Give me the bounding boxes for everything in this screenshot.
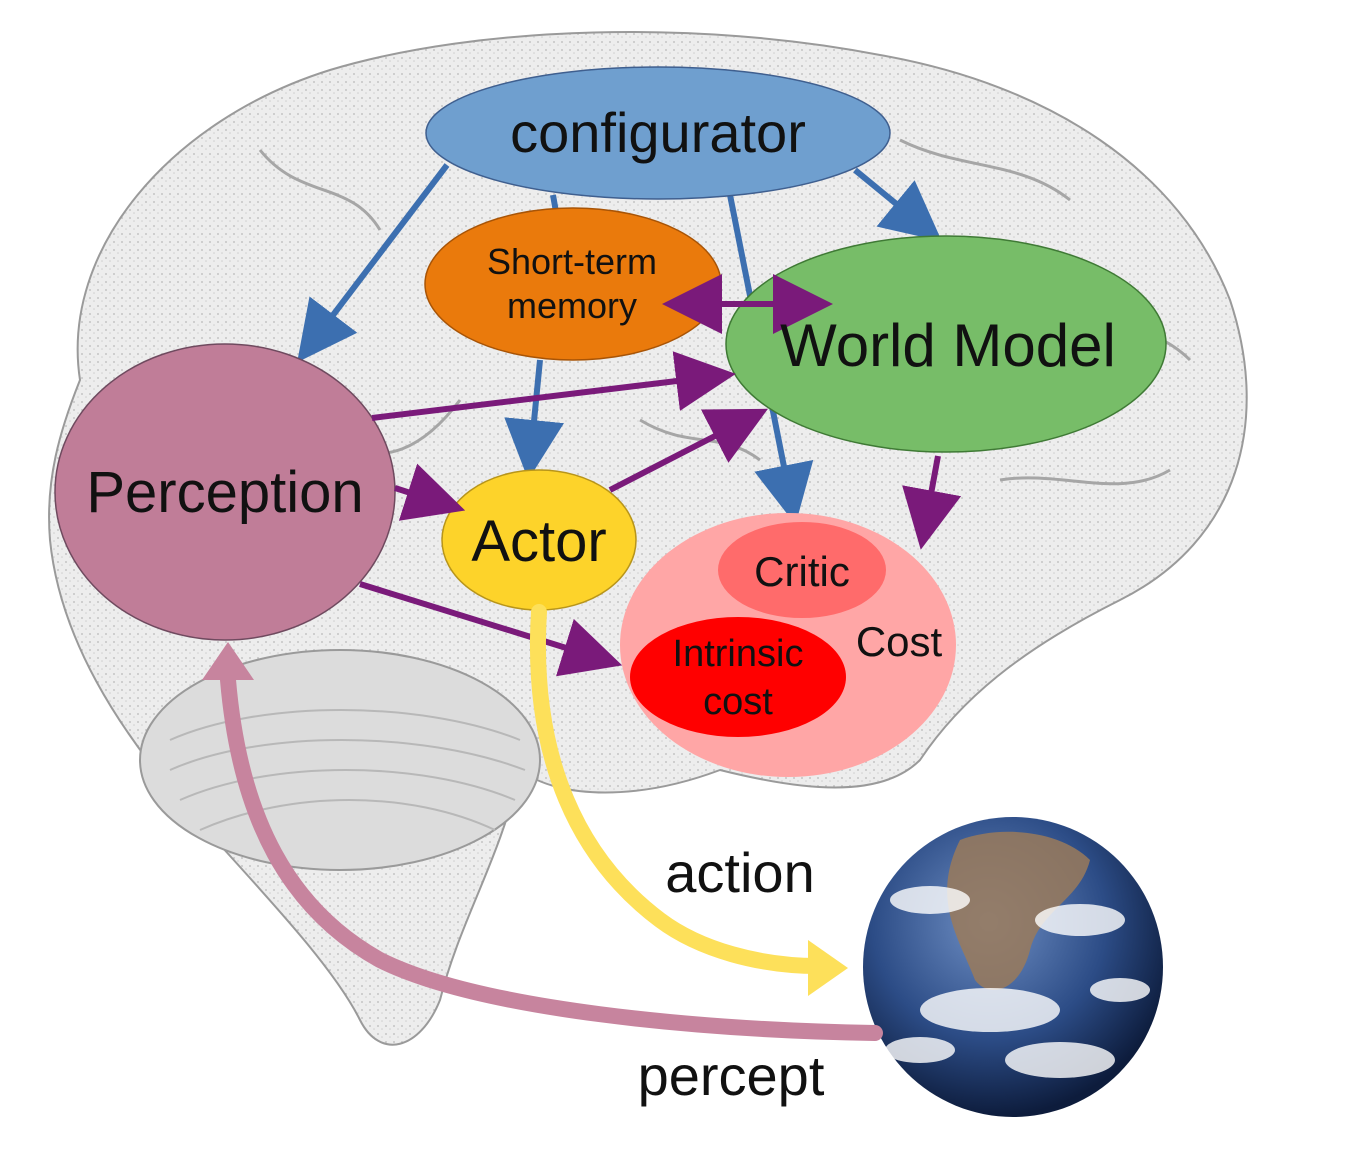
world-model-label: World Model [780,312,1116,379]
critic-label: Critic [754,548,850,595]
arrow-world-model-to-cost [902,455,962,550]
earth-clouds [885,886,1150,1078]
action-flow-arrowhead [808,940,848,996]
actor-label: Actor [471,509,606,574]
intrinsic-cost-label-line1: Intrinsic [673,633,804,675]
intrinsic-cost-label-line2: cost [703,681,773,723]
percept-label: percept [638,1044,825,1107]
arrow-config-to-world-model [853,167,942,242]
short-term-memory-label-line1: Short-term [487,241,657,282]
percept-flow-arrow [220,672,883,1041]
arrow-perception-to-cost [359,581,623,677]
arrow-config-to-actor [504,359,564,480]
action-label: action [665,841,814,904]
arrow-perception-to-world-model [371,351,736,421]
percept-flow-arrowhead [202,642,254,680]
perception-label: Perception [86,460,363,525]
intrinsic-cost-node [630,617,846,737]
arrow-actor-to-world-model [608,408,769,493]
short-term-memory-node [424,207,722,361]
perception-node [54,343,396,641]
cerebellum-shape [139,649,541,871]
arrow-config-to-perception [297,163,450,363]
action-flow-arrow [530,604,826,974]
configurator-label: configurator [510,101,806,164]
cost-label: Cost [856,618,943,665]
configurator-node [425,66,891,200]
short-term-memory-label-line2: memory [507,285,637,326]
earth-image [863,817,1163,1117]
arrow-perception-to-actor [394,463,466,521]
world-model-node [725,235,1167,453]
critic-node [718,522,886,618]
data-arrows [359,274,962,677]
earth-land [947,831,1090,990]
